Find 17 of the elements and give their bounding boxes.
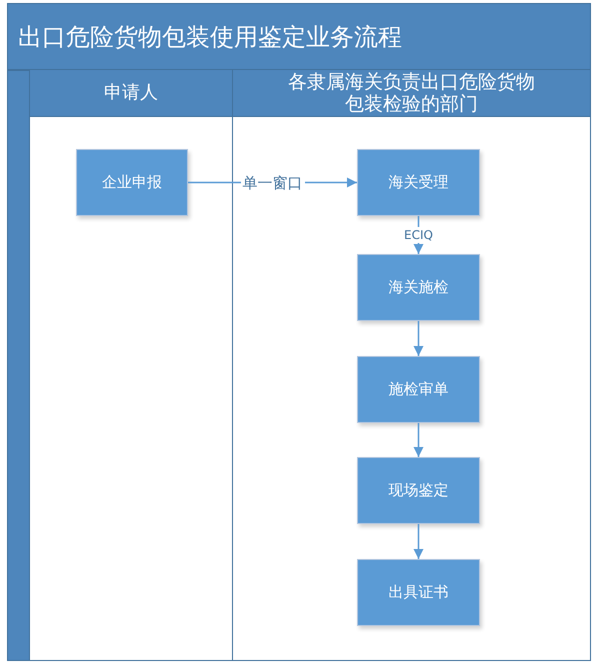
- swimlane: [233, 70, 591, 661]
- title-bar: 出口危险货物包装使用鉴定业务流程: [7, 3, 591, 70]
- process-box: 出具证书: [357, 559, 480, 626]
- lane-header: 各隶属海关负责出口危险货物包装检验的部门: [233, 70, 590, 117]
- lane-header: 申请人: [30, 70, 232, 117]
- edge-label: ECIQ: [402, 227, 435, 243]
- process-box: 海关施检: [357, 254, 480, 321]
- arrow: [414, 524, 424, 559]
- arrow: [414, 321, 424, 356]
- process-box: 企业申报: [76, 149, 188, 216]
- process-box: 施检审单: [357, 356, 480, 423]
- edge-label: 单一窗口: [240, 174, 304, 190]
- pool-side-band: [7, 70, 30, 661]
- swimlane: [30, 70, 233, 661]
- process-box: 现场鉴定: [357, 457, 480, 524]
- process-box: 海关受理: [357, 149, 480, 216]
- arrow: [414, 423, 424, 457]
